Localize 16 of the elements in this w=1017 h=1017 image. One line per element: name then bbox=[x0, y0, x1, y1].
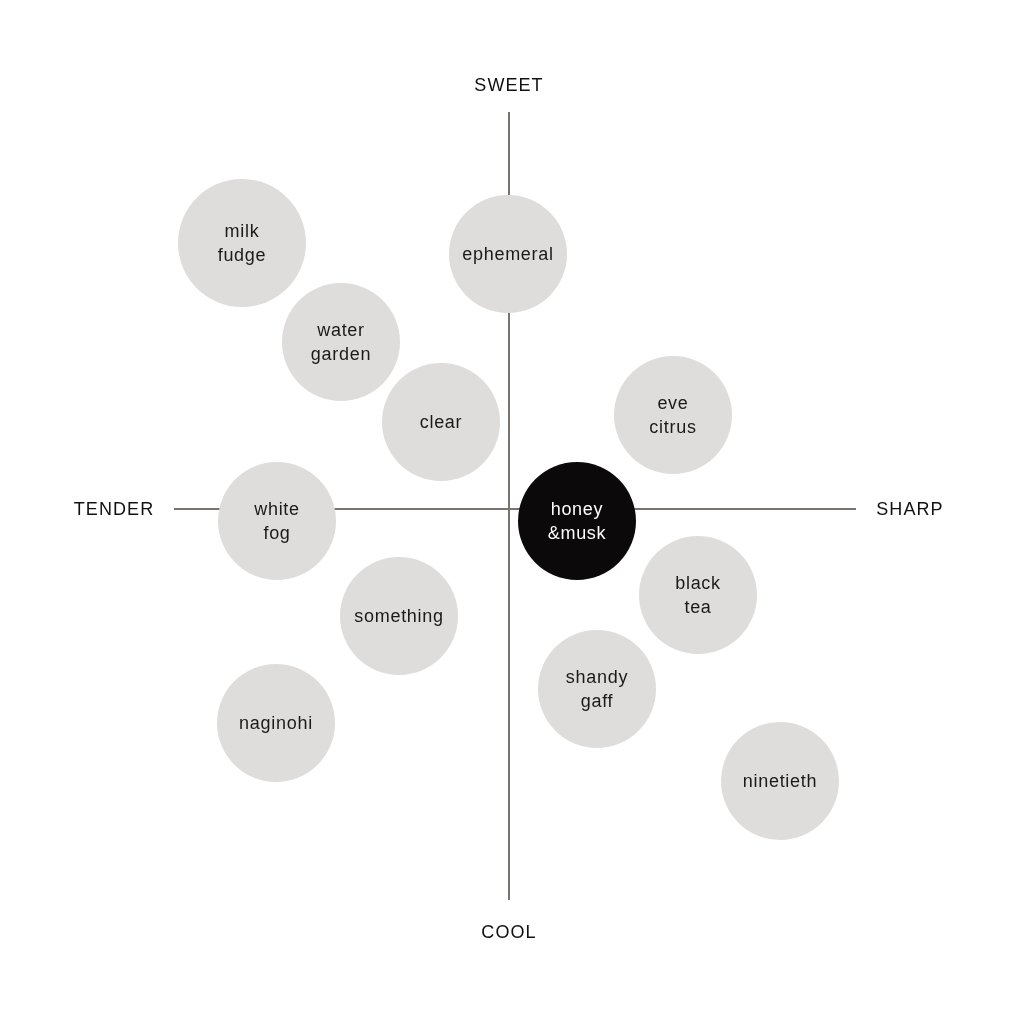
axis-label: COOL bbox=[481, 923, 537, 941]
scent-name: shandy gaff bbox=[565, 666, 629, 713]
scent-name: honey &musk bbox=[547, 498, 607, 545]
axis-label: SWEET bbox=[474, 76, 544, 94]
scent-name: clear bbox=[419, 411, 463, 434]
axis-label: SHARP bbox=[876, 500, 944, 518]
scent-name: something bbox=[354, 605, 444, 628]
scent-name: milk fudge bbox=[217, 220, 267, 267]
scent-name: black tea bbox=[675, 572, 721, 619]
scent-name: naginohi bbox=[239, 712, 313, 735]
scent-name: water garden bbox=[310, 319, 372, 366]
scent-name: eve citrus bbox=[649, 392, 697, 439]
scent-name: ephemeral bbox=[462, 243, 554, 266]
axis-label: TENDER bbox=[73, 500, 155, 518]
scent-name: white fog bbox=[254, 498, 300, 545]
scent-name: ninetieth bbox=[742, 770, 818, 793]
